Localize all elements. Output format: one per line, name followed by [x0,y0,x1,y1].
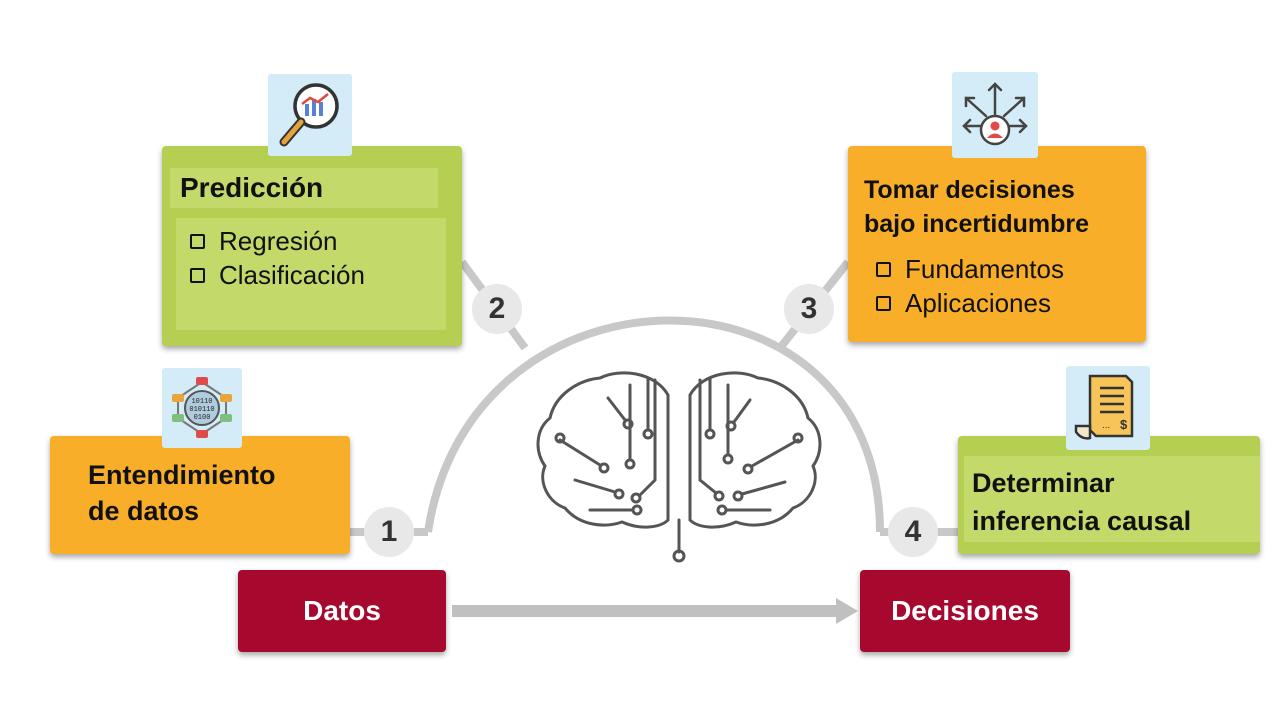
connector-arc [424,316,884,533]
list-item: Fundamentos [876,252,1064,286]
step-3-title-line1: Tomar decisiones [864,176,1075,204]
magnifier-chart-icon [268,74,352,156]
list-item: Regresión [190,224,365,258]
step-1-title-line1: Entendimiento [88,460,276,490]
svg-text:...: ... [1102,420,1110,431]
step-2-number: 2 [472,284,522,334]
svg-text:010110: 010110 [189,406,214,414]
list-item: Aplicaciones [876,286,1064,320]
invoice-document-icon: ... $ [1066,366,1150,450]
step-1-title-line2: de datos [88,496,200,526]
end-box: Decisiones [860,570,1070,652]
step-3-list: Fundamentos Aplicaciones [876,252,1064,320]
svg-text:$: $ [1120,417,1128,432]
checkbox-icon [876,295,891,311]
start-box: Datos [238,570,446,652]
step-2-box: Predicción Regresión Clasificación [162,146,462,346]
step-2-list: Regresión Clasificación [190,224,365,292]
svg-text:10110: 10110 [191,398,212,406]
circuit-brain-icon [536,371,822,563]
step-3-title-line2: bajo incertidumbre [864,210,1090,238]
step-1-box: Entendimiento de datos [50,436,350,554]
step-1-number: 1 [364,507,414,557]
decision-arrows-person-icon [952,72,1038,158]
step-4-box: Determinar inferencia causal [958,436,1260,554]
step-2-title: Predicción [180,172,324,203]
step-3-box: Tomar decisiones bajo incertidumbre Fund… [848,146,1146,342]
step-4-title-line1: Determinar [972,468,1115,498]
binary-data-network-icon: 10110 010110 0100 [162,368,242,448]
list-item: Clasificación [190,258,365,292]
step-4-title-line2: inferencia causal [972,506,1192,536]
checkbox-icon [876,261,891,277]
flow-arrow-head [836,598,858,624]
checkbox-icon [190,233,205,249]
step-4-number: 4 [888,507,938,557]
step-3-number: 3 [784,284,834,334]
svg-text:0100: 0100 [194,414,211,422]
checkbox-icon [190,267,205,283]
